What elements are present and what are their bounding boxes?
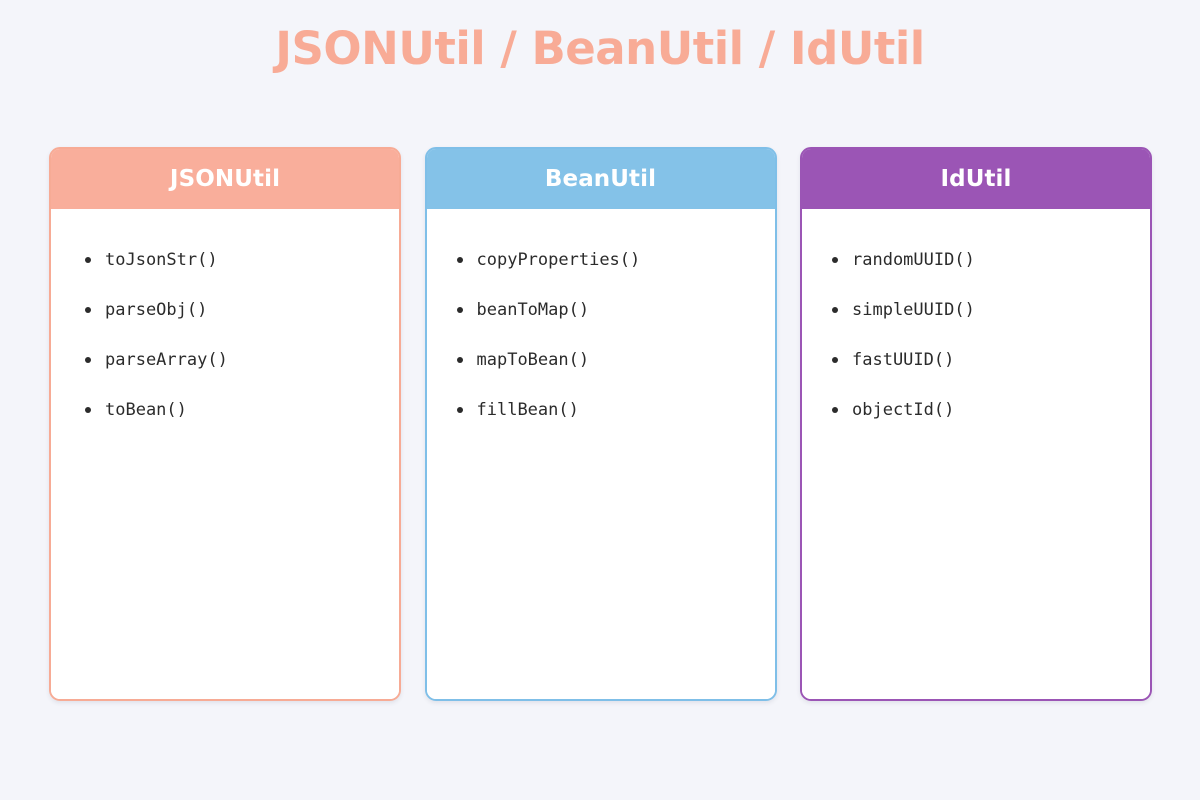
card-header-beanutil: BeanUtil xyxy=(426,149,775,209)
list-item: objectId() xyxy=(802,399,1150,449)
card-body-beanutil: copyProperties() beanToMap() mapToBean()… xyxy=(426,209,775,699)
list-item: toJsonStr() xyxy=(51,249,399,299)
list-item: randomUUID() xyxy=(802,249,1150,299)
card-grid: JSONUtil toJsonStr() parseObj() parseArr… xyxy=(49,147,1152,701)
page-title: JSONUtil / BeanUtil / IdUtil xyxy=(275,22,925,75)
list-item: simpleUUID() xyxy=(802,299,1150,349)
card-header-idutil: IdUtil xyxy=(802,149,1150,209)
list-item: copyProperties() xyxy=(427,249,775,299)
list-item: fillBean() xyxy=(427,399,775,449)
method-list-idutil: randomUUID() simpleUUID() fastUUID() obj… xyxy=(802,249,1150,449)
card-jsonutil: JSONUtil toJsonStr() parseObj() parseArr… xyxy=(49,147,401,701)
list-item: parseArray() xyxy=(51,349,399,399)
card-beanutil: BeanUtil copyProperties() beanToMap() ma… xyxy=(424,147,777,701)
list-item: toBean() xyxy=(51,399,399,449)
list-item: beanToMap() xyxy=(427,299,775,349)
card-body-jsonutil: toJsonStr() parseObj() parseArray() toBe… xyxy=(51,209,399,699)
card-idutil: IdUtil randomUUID() simpleUUID() fastUUI… xyxy=(800,147,1152,701)
list-item: parseObj() xyxy=(51,299,399,349)
card-header-jsonutil: JSONUtil xyxy=(51,149,399,209)
list-item: mapToBean() xyxy=(427,349,775,399)
method-list-beanutil: copyProperties() beanToMap() mapToBean()… xyxy=(427,249,775,449)
list-item: fastUUID() xyxy=(802,349,1150,399)
method-list-jsonutil: toJsonStr() parseObj() parseArray() toBe… xyxy=(51,249,399,449)
card-body-idutil: randomUUID() simpleUUID() fastUUID() obj… xyxy=(802,209,1150,699)
